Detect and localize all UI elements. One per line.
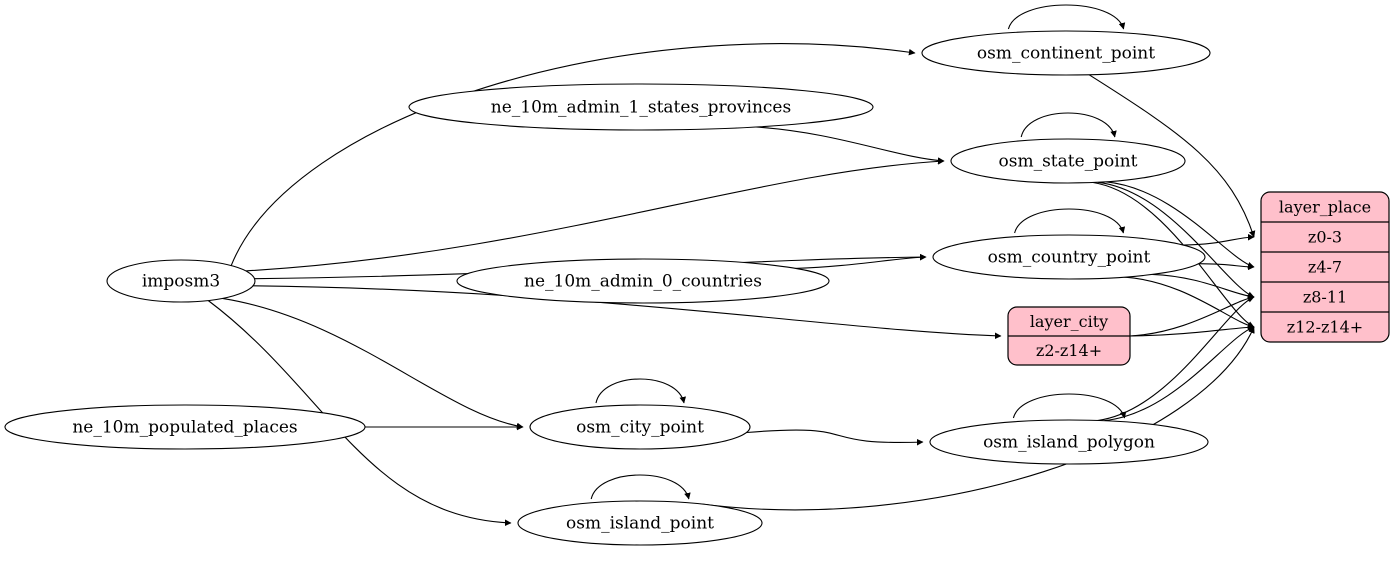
edge-path bbox=[1105, 181, 1255, 269]
record-layer_city[interactable]: layer_city z2-z14+ bbox=[1007, 306, 1131, 366]
edge-imposm3-to-osm_state_point bbox=[245, 158, 945, 272]
node-shape-ne_10m_admin_0_countries[interactable] bbox=[456, 258, 830, 304]
node-shape-osm_state_point[interactable] bbox=[950, 138, 1186, 184]
edge-path bbox=[755, 126, 945, 164]
record-outline-layer_place[interactable] bbox=[1260, 191, 1390, 343]
edge-path bbox=[1098, 181, 1255, 298]
node-ne_10m_admin_0_countries[interactable]: ne_10m_admin_0_countries bbox=[456, 258, 830, 304]
node-shape-osm_country_point[interactable] bbox=[932, 234, 1206, 280]
edge-osm_continent_point-to-osm_continent_point bbox=[1007, 4, 1126, 30]
node-shape-ne_10m_populated_places[interactable] bbox=[4, 404, 366, 450]
node-label-osm_continent_point: osm_continent_point bbox=[977, 44, 1155, 64]
edge-self-loop bbox=[590, 474, 691, 500]
edge-ne_10m_admin_1_states_provinces-to-osm_state_point bbox=[755, 126, 945, 164]
node-label-osm_island_point: osm_island_point bbox=[566, 514, 714, 534]
edge-osm_country_point-to-layer_place-z0-3 bbox=[1183, 233, 1255, 246]
node-label-osm_country_point: osm_country_point bbox=[988, 248, 1151, 268]
edge-imposm3-to-osm_city_point bbox=[222, 297, 524, 430]
edge-osm_state_point-to-layer_place-z8-11 bbox=[1098, 181, 1255, 298]
edge-path bbox=[230, 43, 916, 266]
record-row-layer_city-z2-z14+[interactable]: z2-z14+ bbox=[1036, 341, 1102, 360]
node-osm_city_point[interactable]: osm_city_point bbox=[529, 404, 751, 450]
node-label-ne_10m_admin_0_countries: ne_10m_admin_0_countries bbox=[524, 272, 762, 292]
node-ne_10m_populated_places[interactable]: ne_10m_populated_places bbox=[4, 404, 366, 450]
edge-osm_island_point-to-layer_place-z12-z14+ bbox=[700, 326, 1255, 511]
edge-osm_country_point-to-layer_place-z12-z14+ bbox=[1124, 276, 1255, 329]
node-label-ne_10m_admin_1_states_provinces: ne_10m_admin_1_states_provinces bbox=[491, 98, 791, 118]
edge-path bbox=[1183, 233, 1255, 246]
record-layer_place[interactable]: layer_place z0-3 z4-7 z8-11 z12-z14+ bbox=[1260, 191, 1390, 343]
edge-imposm3-to-osm_continent_point bbox=[230, 43, 916, 266]
node-osm_island_point[interactable]: osm_island_point bbox=[517, 500, 763, 546]
record-row-layer_place-z0-3[interactable]: z0-3 bbox=[1308, 228, 1342, 247]
edge-self-loop bbox=[1014, 208, 1126, 234]
edge-layer_city-to-layer_place-z8-11 bbox=[1129, 294, 1255, 337]
edge-path bbox=[1104, 325, 1255, 422]
edge-path bbox=[245, 158, 945, 272]
edge-osm_state_point-to-layer_place-z4-7 bbox=[1105, 181, 1255, 269]
node-shape-osm_island_polygon[interactable] bbox=[929, 419, 1209, 465]
edge-osm_country_point-to-layer_place-z8-11 bbox=[1152, 273, 1255, 300]
edge-imposm3-to-osm_island_point bbox=[207, 300, 512, 527]
record-row-layer_place-z8-11[interactable]: z8-11 bbox=[1303, 288, 1347, 307]
edge-path bbox=[207, 300, 512, 527]
edge-self-loop bbox=[1007, 4, 1126, 30]
edge-path bbox=[1129, 323, 1255, 337]
edge-osm_continent_point-to-layer_place-z0-3 bbox=[1088, 74, 1256, 238]
node-shape-osm_city_point[interactable] bbox=[529, 404, 751, 450]
edge-osm_island_point-to-osm_island_point bbox=[590, 474, 691, 500]
node-imposm3[interactable]: imposm3 bbox=[106, 259, 256, 303]
node-layer: imposm3 ne_10m_populated_places ne_10m_adm… bbox=[4, 30, 1390, 546]
edge-osm_island_polygon-to-layer_place-z12-z14+ bbox=[1104, 325, 1255, 422]
node-label-imposm3: imposm3 bbox=[142, 272, 220, 292]
edge-layer_city-to-layer_place-z12-z14+ bbox=[1129, 323, 1255, 337]
edge-path bbox=[746, 429, 924, 446]
record-row-layer_place-z4-7[interactable]: z4-7 bbox=[1308, 258, 1342, 277]
edge-path bbox=[1097, 296, 1255, 422]
edge-path bbox=[252, 285, 1002, 340]
node-osm_country_point[interactable]: osm_country_point bbox=[932, 234, 1206, 280]
edge-imposm3-to-layer_city bbox=[252, 285, 1002, 340]
edge-self-loop bbox=[1012, 393, 1127, 419]
edge-osm_state_point-to-osm_state_point bbox=[1020, 112, 1117, 138]
node-osm_island_polygon[interactable]: osm_island_polygon bbox=[929, 419, 1209, 465]
record-row-layer_city-layer_city[interactable]: layer_city bbox=[1030, 312, 1108, 331]
node-shape-ne_10m_admin_1_states_provinces[interactable] bbox=[408, 83, 874, 131]
node-label-ne_10m_populated_places: ne_10m_populated_places bbox=[72, 418, 297, 438]
record-row-layer_place-layer_place[interactable]: layer_place bbox=[1279, 198, 1371, 217]
edge-osm_country_point-to-osm_country_point bbox=[1014, 208, 1126, 234]
node-ne_10m_admin_1_states_provinces[interactable]: ne_10m_admin_1_states_provinces bbox=[408, 83, 874, 131]
edge-path bbox=[700, 326, 1255, 511]
edge-osm_city_point-to-osm_city_point bbox=[595, 378, 686, 404]
node-osm_continent_point[interactable]: osm_continent_point bbox=[921, 30, 1211, 76]
edge-osm_island_polygon-to-layer_place-z8-11 bbox=[1097, 296, 1255, 422]
edge-osm_country_point-to-layer_place-z4-7 bbox=[1198, 263, 1255, 271]
node-label-osm_city_point: osm_city_point bbox=[576, 418, 704, 438]
edge-osm_island_polygon-to-osm_island_polygon bbox=[1012, 393, 1127, 419]
edge-path bbox=[1129, 294, 1255, 337]
edge-path bbox=[1088, 74, 1256, 238]
edge-layer bbox=[207, 4, 1256, 527]
edge-path bbox=[222, 297, 524, 430]
node-shape-osm_continent_point[interactable] bbox=[921, 30, 1211, 76]
edge-ne_10m_admin_0_countries-to-osm_country_point bbox=[795, 253, 927, 269]
record-row-layer_place-z12-z14+[interactable]: z12-z14+ bbox=[1287, 318, 1363, 337]
edge-osm_city_point-to-osm_island_polygon bbox=[746, 429, 924, 446]
node-label-osm_island_polygon: osm_island_polygon bbox=[983, 433, 1155, 453]
edge-path bbox=[1198, 263, 1255, 271]
edge-self-loop bbox=[595, 378, 686, 404]
edge-path bbox=[1152, 273, 1255, 300]
node-osm_state_point[interactable]: osm_state_point bbox=[950, 138, 1186, 184]
node-shape-osm_island_point[interactable] bbox=[517, 500, 763, 546]
edge-path bbox=[1124, 276, 1255, 329]
node-shape-imposm3[interactable] bbox=[106, 259, 256, 303]
node-label-osm_state_point: osm_state_point bbox=[999, 152, 1138, 172]
edge-self-loop bbox=[1020, 112, 1117, 138]
edge-path bbox=[795, 253, 927, 269]
